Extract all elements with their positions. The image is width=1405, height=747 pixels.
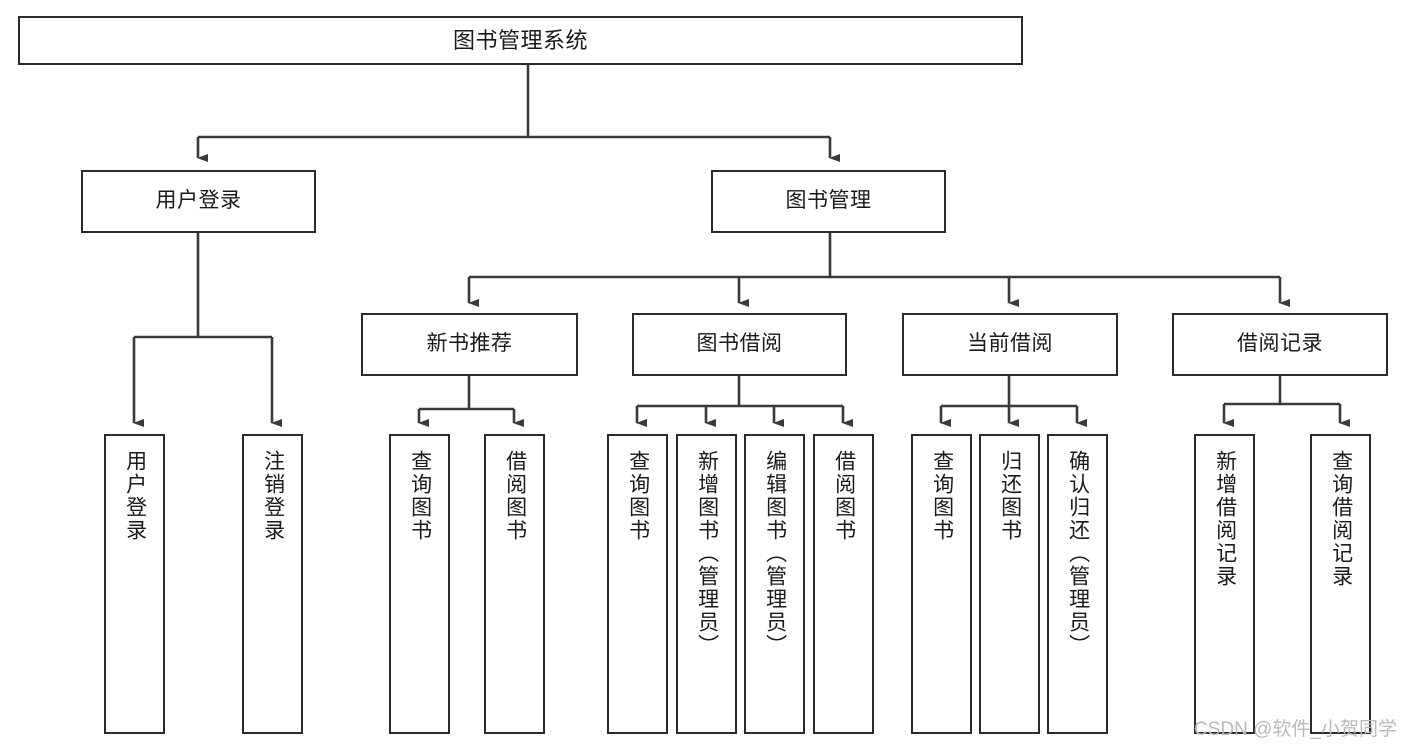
node-label: 图书借阅	[696, 332, 783, 356]
node-book-borrowing[interactable]: 图书借阅	[632, 313, 847, 376]
leaf-logout[interactable]: 注销登录	[242, 434, 303, 734]
node-label: 用户登录	[123, 450, 147, 542]
node-book-management[interactable]: 图书管理	[711, 170, 946, 233]
leaf-query-borrow-record[interactable]: 查询借阅记录	[1310, 434, 1371, 734]
node-label: 编辑图书（管理员）	[763, 450, 787, 657]
node-label: 确认归还（管理员）	[1066, 450, 1090, 657]
node-root-book-management-system[interactable]: 图书管理系统	[18, 16, 1023, 65]
node-label: 注销登录	[261, 450, 285, 542]
node-label: 借阅图书	[832, 450, 856, 542]
leaf-query-books-current[interactable]: 查询图书	[911, 434, 972, 734]
leaf-borrow-book[interactable]: 借阅图书	[813, 434, 874, 734]
node-label: 图书管理	[785, 189, 872, 213]
node-new-book-recommendation[interactable]: 新书推荐	[361, 313, 578, 376]
leaf-add-borrow-record[interactable]: 新增借阅记录	[1194, 434, 1255, 734]
node-label: 查询图书	[626, 450, 650, 542]
node-label: 新增借阅记录	[1213, 450, 1237, 588]
node-label: 新增图书（管理员）	[695, 450, 719, 657]
node-label: 当前借阅	[967, 332, 1053, 356]
node-label: 查询借阅记录	[1329, 450, 1353, 588]
node-label: 查询图书	[930, 450, 954, 542]
node-label: 图书管理系统	[452, 27, 588, 53]
node-label: 新书推荐	[426, 332, 513, 356]
node-label: 查询图书	[408, 450, 432, 542]
leaf-query-books-borrow[interactable]: 查询图书	[607, 434, 668, 734]
leaf-borrow-books-recommend[interactable]: 借阅图书	[484, 434, 545, 734]
node-label: 归还图书	[998, 450, 1022, 542]
leaf-user-login[interactable]: 用户登录	[104, 434, 165, 734]
leaf-return-book[interactable]: 归还图书	[979, 434, 1040, 734]
node-label: 用户登录	[155, 189, 242, 213]
leaf-edit-book-admin[interactable]: 编辑图书（管理员）	[744, 434, 805, 734]
node-current-borrowing[interactable]: 当前借阅	[902, 313, 1118, 376]
node-user-login[interactable]: 用户登录	[81, 170, 316, 233]
node-borrow-records[interactable]: 借阅记录	[1172, 313, 1388, 376]
leaf-add-book-admin[interactable]: 新增图书（管理员）	[676, 434, 737, 734]
leaf-query-books-recommend[interactable]: 查询图书	[389, 434, 450, 734]
node-label: 借阅图书	[503, 450, 527, 542]
node-label: 借阅记录	[1237, 332, 1323, 356]
leaf-confirm-return-admin[interactable]: 确认归还（管理员）	[1047, 434, 1108, 734]
